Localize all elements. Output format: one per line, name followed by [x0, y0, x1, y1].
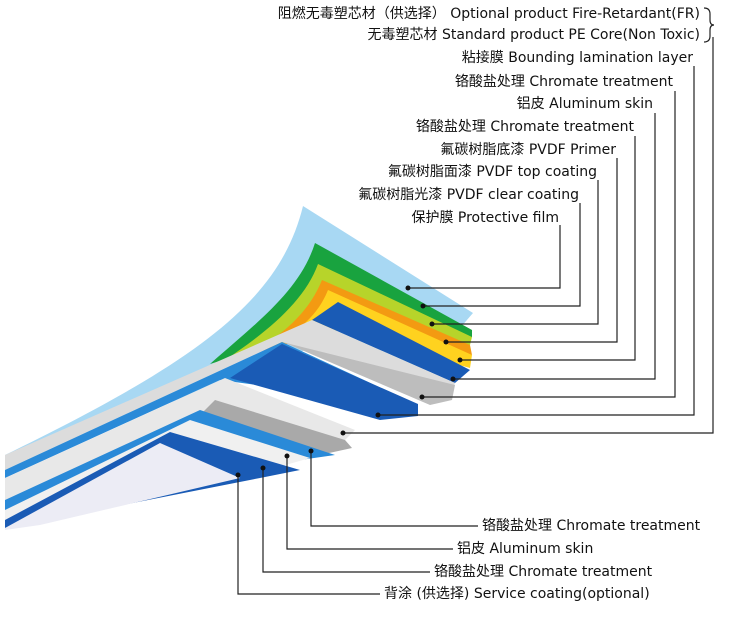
label-aluminum-skin-top: 铝皮 Aluminum skin: [516, 96, 653, 112]
label-chromate-top: 铬酸盐处理 Chromate treatment: [415, 119, 634, 135]
label-bonding-layer: 粘接膜 Bounding lamination layer: [461, 50, 693, 66]
label-chromate-bottom-1: 铬酸盐处理 Chromate treatment: [482, 518, 701, 534]
label-service-coating: 背涂 (供选择) Service coating(optional): [384, 586, 650, 602]
label-pvdf-primer: 氟碳树脂底漆 PVDF Primer: [440, 142, 616, 158]
top-aluminum-layer: [312, 302, 470, 383]
label-aluminum-skin-bottom: 铝皮 Aluminum skin: [457, 541, 594, 557]
bracket-icon: [703, 7, 715, 43]
aluminum-side: [230, 344, 418, 420]
core-side: [282, 342, 455, 405]
label-pvdf-clear-coating: 氟碳树脂光漆 PVDF clear coating: [358, 187, 579, 203]
service-coating: [5, 443, 240, 530]
leader-dots: [235, 285, 463, 478]
label-fr-core: 阻燃无毒塑芯材（供选择） Optional product Fire-Retar…: [277, 6, 700, 22]
label-chromate-upper-inner: 铬酸盐处理 Chromate treatment: [454, 74, 673, 90]
label-pe-core: 无毒塑芯材 Standard product PE Core(Non Toxic…: [367, 27, 701, 43]
leader-lines: [237, 37, 714, 595]
core-layer-shade: [200, 400, 352, 455]
label-pvdf-top-coating: 氟碳树脂面漆 PVDF top coating: [387, 164, 597, 180]
label-protective-film: 保护膜 Protective film: [411, 210, 559, 226]
label-chromate-bottom-2: 铬酸盐处理 Chromate treatment: [434, 564, 653, 580]
